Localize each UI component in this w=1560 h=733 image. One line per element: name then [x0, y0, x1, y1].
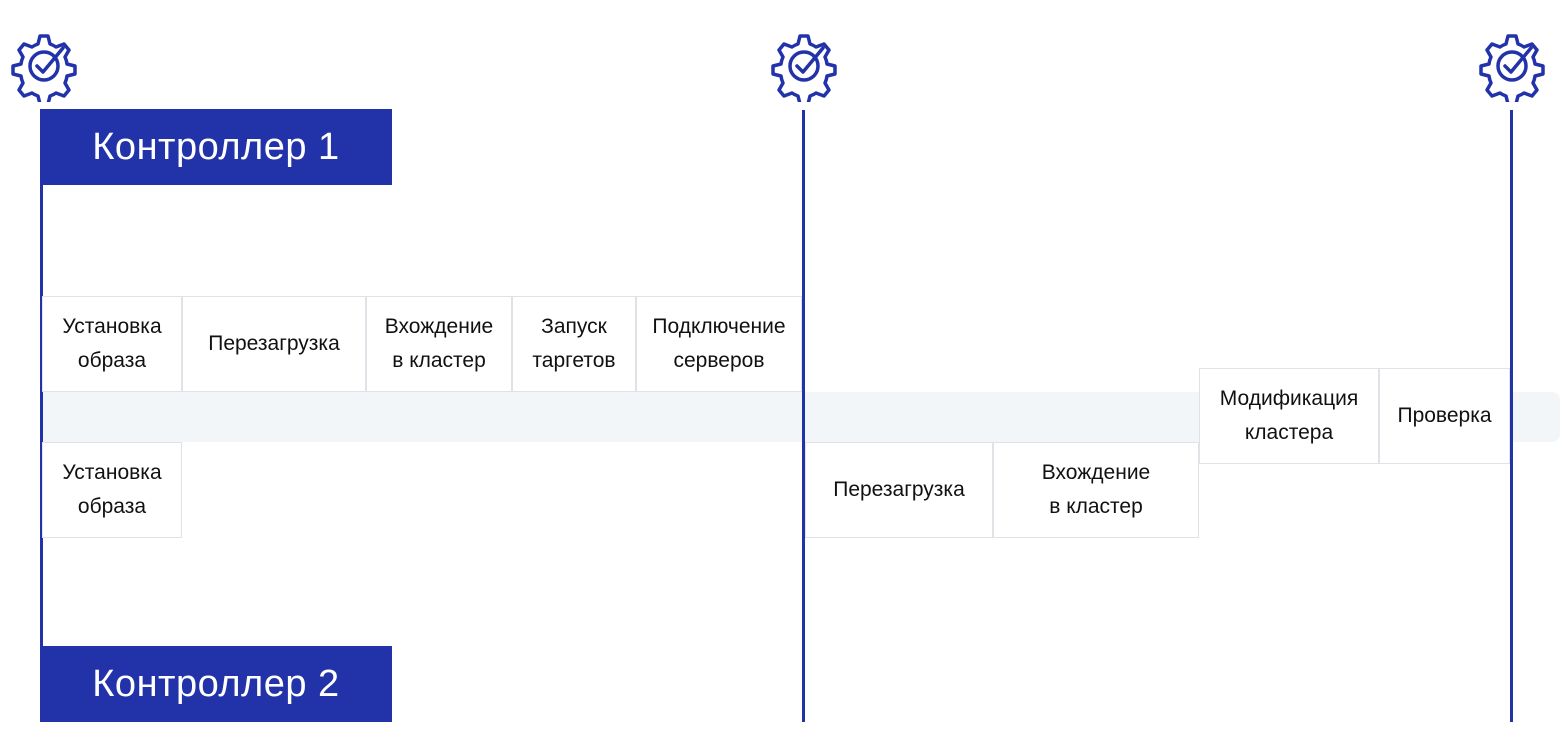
step-join-cluster-2: Вхождение в кластер: [993, 442, 1199, 538]
step-join-cluster-1: Вхождение в кластер: [366, 296, 512, 392]
step-start-targets: Запуск таргетов: [512, 296, 636, 392]
step-check: Проверка: [1379, 368, 1510, 464]
timeline-line-end: [1510, 110, 1513, 722]
step-reboot-2: Перезагрузка: [805, 442, 993, 538]
step-connect-servers: Подключение серверов: [636, 296, 802, 392]
gear-check-icon: [11, 34, 77, 102]
step-install-image-1: Установка образа: [42, 296, 182, 392]
step-install-image-2: Установка образа: [42, 442, 182, 538]
gear-check-icon: [1479, 34, 1545, 102]
timeline-line-middle: [802, 110, 805, 722]
controller-1-label: Контроллер 1: [40, 109, 392, 185]
step-reboot-1: Перезагрузка: [182, 296, 366, 392]
controller-2-label: Контроллер 2: [40, 646, 392, 722]
timeline-line-start: [40, 110, 43, 722]
step-modify-cluster: Модификация кластера: [1199, 368, 1379, 464]
gear-check-icon: [771, 34, 837, 102]
